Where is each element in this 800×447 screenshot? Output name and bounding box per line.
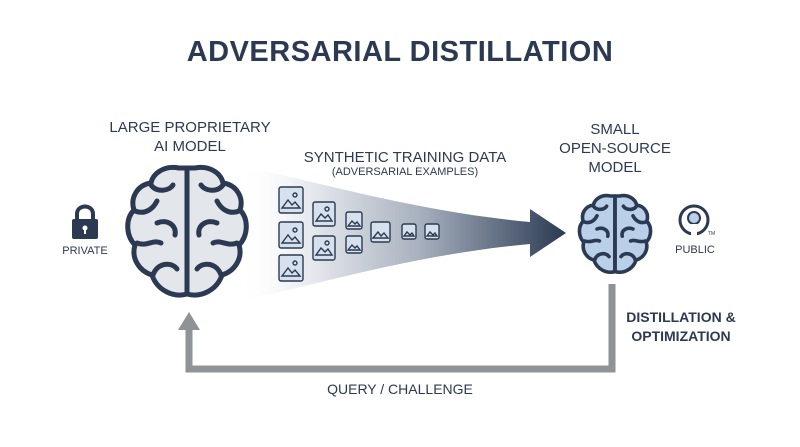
synthetic-data-subtitle: (ADVERSARIAL EXAMPLES)	[331, 166, 479, 178]
image-file-icon	[278, 221, 304, 249]
distillation-label-line1: DISTILLATION &	[626, 309, 736, 325]
svg-text:TM: TM	[708, 231, 715, 237]
distillation-label-line2: OPTIMIZATION	[631, 328, 731, 344]
image-file-icon	[312, 201, 336, 227]
small-model-label-line2: OPEN-SOURCE	[559, 140, 671, 157]
data-icons	[278, 186, 440, 282]
small-brain-icon	[577, 193, 653, 274]
image-file-icon	[345, 211, 363, 230]
image-file-icon	[278, 186, 304, 214]
small-model-label-line1: SMALL	[590, 121, 640, 138]
image-file-icon	[278, 254, 304, 282]
image-file-icon	[401, 223, 417, 240]
large-model-label: LARGE PROPRIETARY AI MODEL	[100, 118, 280, 156]
small-model-label: SMALL OPEN-SOURCE MODEL	[555, 120, 675, 177]
distillation-label: DISTILLATION & OPTIMIZATION	[616, 308, 746, 346]
large-model-label-line2: AI MODEL	[154, 138, 226, 155]
lock-icon	[72, 204, 98, 239]
image-file-icon	[345, 235, 363, 254]
synthetic-data-title: SYNTHETIC TRAINING DATA	[303, 149, 507, 166]
page-title: ADVERSARIAL DISTILLATION	[186, 36, 614, 68]
large-model-label-line1: LARGE PROPRIETARY	[109, 119, 271, 136]
query-arrow	[185, 284, 616, 373]
open-source-icon: TM	[678, 204, 715, 237]
query-arrowhead	[178, 312, 200, 330]
private-label: PRIVATE	[62, 245, 108, 257]
query-challenge-label: QUERY / CHALLENGE	[327, 381, 473, 397]
image-file-icon	[424, 223, 440, 240]
public-label: PUBLIC	[675, 244, 715, 256]
image-file-icon	[312, 235, 336, 261]
image-file-icon	[370, 221, 391, 243]
large-brain-icon	[125, 164, 249, 298]
small-model-label-line3: MODEL	[588, 159, 642, 176]
